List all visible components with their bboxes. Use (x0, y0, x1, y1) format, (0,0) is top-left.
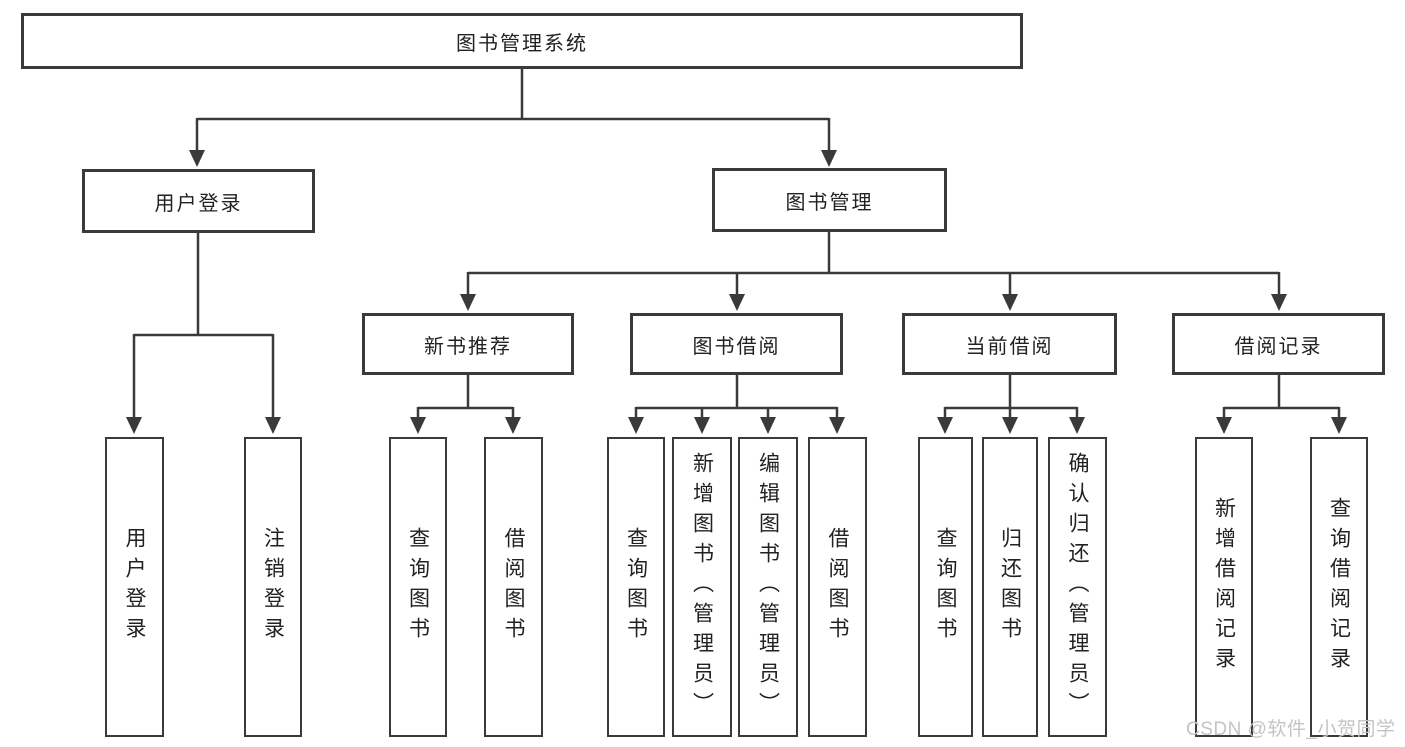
leaf-borrow-books-recommend: 借阅图书 (484, 437, 543, 737)
leaf-query-books-current: 查询图书 (918, 437, 973, 737)
root-node: 图书管理系统 (21, 13, 1023, 69)
new-book-recommend-node: 新书推荐 (362, 313, 574, 375)
leaf-logout: 注销登录 (244, 437, 302, 737)
leaf-borrow-books: 借阅图书 (808, 437, 867, 737)
leaf-add-borrow-record: 新增借阅记录 (1195, 437, 1253, 737)
leaf-add-book-admin: 新增图书（管理员） (672, 437, 732, 737)
leaf-return-book: 归还图书 (982, 437, 1038, 737)
leaf-user-login: 用户登录 (105, 437, 164, 737)
leaf-edit-book-admin: 编辑图书（管理员） (738, 437, 798, 737)
csdn-watermark: CSDN @软件_小贺同学 (1186, 719, 1396, 740)
leaf-query-borrow-record: 查询借阅记录 (1310, 437, 1368, 737)
leaf-query-books-borrow: 查询图书 (607, 437, 665, 737)
current-borrow-node: 当前借阅 (902, 313, 1117, 375)
borrow-record-node: 借阅记录 (1172, 313, 1385, 375)
user-login-node: 用户登录 (82, 169, 315, 233)
book-management-node: 图书管理 (712, 168, 947, 232)
leaf-query-books-recommend: 查询图书 (389, 437, 447, 737)
leaf-confirm-return-admin: 确认归还（管理员） (1048, 437, 1107, 737)
book-borrow-node: 图书借阅 (630, 313, 843, 375)
